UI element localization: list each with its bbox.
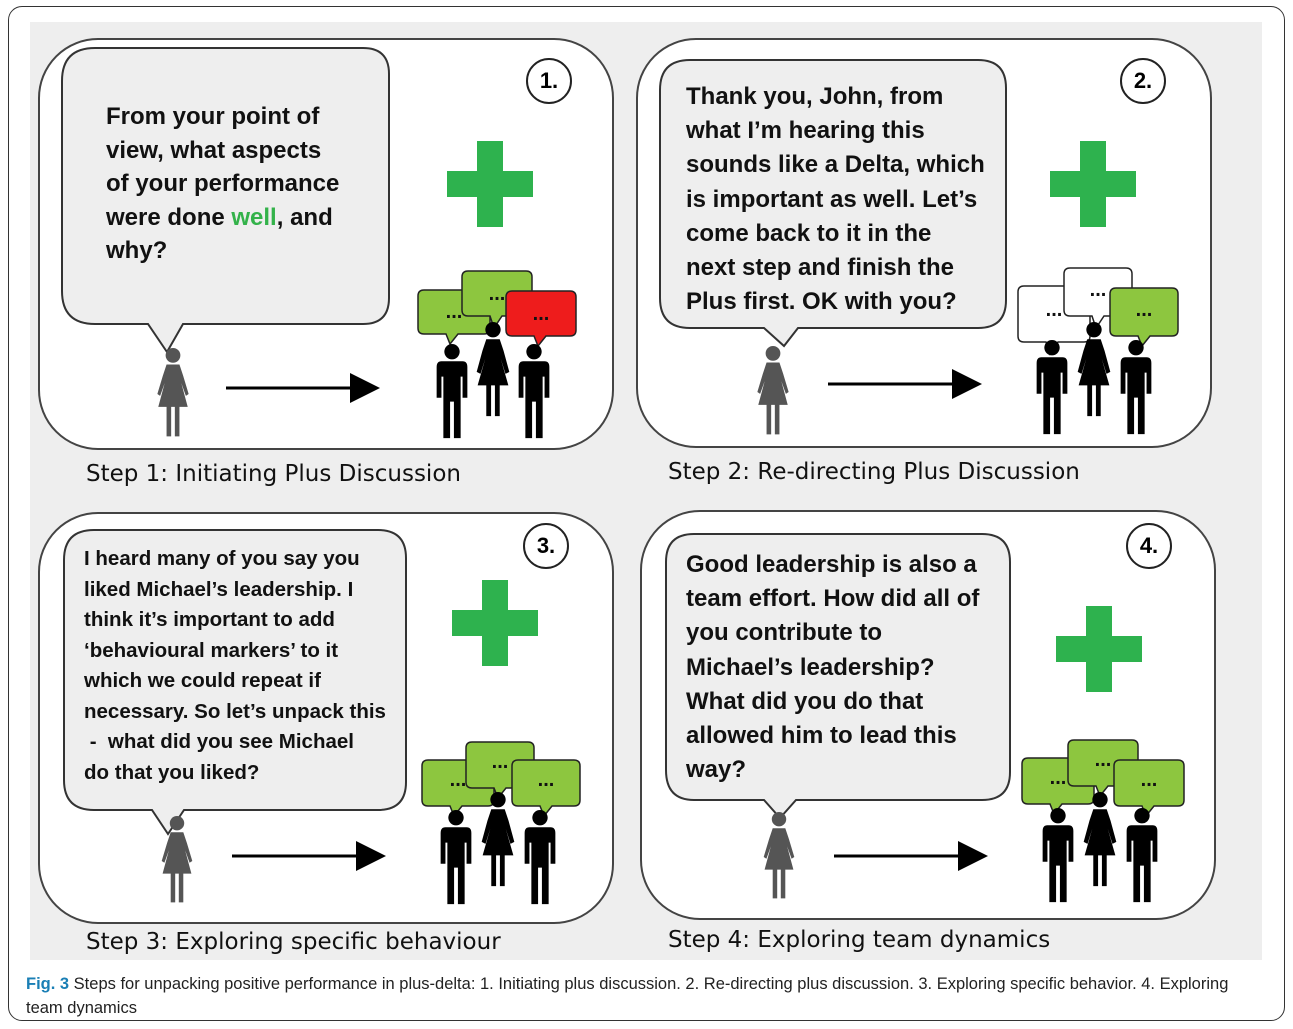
speech-line: way? — [686, 756, 747, 784]
step-label-3: Step 3: Exploring specific behaviour — [86, 929, 501, 955]
speech-text-step-4: Good leadership is also a team effort. H… — [686, 548, 979, 787]
speech-text-step-1: From your point of view, what aspects of… — [106, 100, 339, 268]
facilitator-icon — [757, 346, 789, 435]
speech-line: next step and finish the — [686, 254, 955, 282]
speech-line: team effort. How did all of — [686, 585, 980, 613]
speech-line: I heard many of you say you — [84, 547, 360, 570]
speech-text-step-3: I heard many of you say you liked Michae… — [84, 544, 386, 788]
speech-bubble-1 — [61, 47, 390, 354]
chat-ellipsis: ... — [1046, 299, 1063, 321]
speech-line-with-highlight: were done well, and — [106, 201, 339, 235]
step-label-1: Step 1: Initiating Plus Discussion — [86, 461, 461, 487]
team-group-step-2: ... ... ... — [1017, 267, 1179, 435]
step-number-2: 2. — [1120, 58, 1166, 104]
chat-bubble-icon — [505, 290, 577, 348]
chat-bubble-icon — [1109, 287, 1179, 348]
speech-line: What did you do that — [686, 687, 924, 715]
chat-ellipsis: ... — [533, 303, 550, 325]
chat-ellipsis: ... — [1141, 769, 1158, 791]
plus-icon — [447, 141, 533, 227]
figure-caption: Fig. 3 Steps for unpacking positive perf… — [26, 972, 1256, 1020]
chat-ellipsis: ... — [446, 301, 463, 323]
speech-line: what I’m hearing this — [686, 117, 925, 145]
speech-line: which we could repeat if — [84, 669, 321, 692]
facilitator-icon — [763, 812, 795, 899]
speech-line: Good leadership is also a — [686, 551, 977, 578]
highlight-word-well: well — [231, 203, 277, 231]
chat-ellipsis: ... — [1090, 279, 1107, 301]
speech-line: of your performance — [106, 170, 340, 197]
chat-ellipsis: ... — [489, 283, 506, 305]
speech-line: necessary. So let’s unpack this — [84, 699, 386, 723]
step-label-2: Step 2: Re-directing Plus Discussion — [668, 459, 1080, 485]
chat-bubble-icon — [1113, 759, 1185, 818]
person-woman-icon — [476, 322, 510, 417]
speech-bubble-4 — [665, 533, 1011, 820]
chat-ellipsis: ... — [538, 769, 555, 791]
facilitator-icon — [157, 348, 189, 437]
figure-caption-text: Steps for unpacking positive performance… — [26, 975, 1229, 1017]
person-man-icon — [1042, 808, 1074, 903]
speech-bubble-2 — [659, 59, 1007, 348]
person-man-icon — [1126, 808, 1158, 903]
person-woman-icon — [1083, 792, 1117, 887]
speech-fragment: , and — [276, 203, 333, 231]
step-number-3: 3. — [523, 523, 569, 569]
chat-ellipsis: ... — [1136, 299, 1153, 321]
step-number-1: 1. — [526, 58, 572, 104]
team-group-step-1: ... ... ... — [417, 270, 577, 439]
speech-line: is important as well. Let’s — [686, 185, 978, 213]
speech-line: - what did you see Michael — [84, 730, 354, 753]
person-man-icon — [518, 344, 550, 439]
speech-line: ‘behavioural markers’ to it — [84, 638, 339, 662]
plus-icon — [1056, 606, 1142, 692]
chat-bubble-icon — [511, 759, 581, 818]
chat-ellipsis: ... — [1095, 749, 1112, 771]
speech-line: why? — [106, 237, 168, 264]
speech-line: Plus first. OK with you? — [686, 288, 957, 316]
person-man-icon — [1036, 340, 1068, 435]
speech-line: you contribute to — [686, 619, 882, 647]
speech-line: allowed him to lead this — [686, 722, 957, 750]
speech-line: Michael’s leadership? — [686, 653, 935, 681]
chat-ellipsis: ... — [492, 751, 509, 773]
step-number-4: 4. — [1126, 523, 1172, 569]
person-man-icon — [1120, 340, 1152, 435]
plus-icon — [1050, 141, 1136, 227]
speech-fragment: were done — [106, 203, 232, 231]
figure-label: Fig. 3 — [26, 975, 70, 993]
team-group-step-3: ... ... ... — [421, 741, 581, 905]
chat-ellipsis: ... — [1050, 767, 1067, 789]
speech-line: Thank you, John, from — [686, 83, 944, 110]
team-group-step-4: ... ... ... — [1021, 739, 1185, 903]
person-man-icon — [436, 344, 468, 439]
speech-line: think it’s important to add — [84, 608, 335, 631]
step-label-4: Step 4: Exploring team dynamics — [668, 927, 1051, 953]
chat-ellipsis: ... — [450, 769, 467, 791]
person-man-icon — [524, 810, 556, 905]
speech-line: liked Michael’s leadership. I — [84, 577, 354, 601]
speech-line: From your point of — [106, 103, 320, 130]
speech-line: view, what aspects — [106, 136, 322, 164]
speech-line: come back to it in the — [686, 219, 932, 247]
speech-line: do that you liked? — [84, 760, 260, 784]
person-man-icon — [440, 810, 472, 905]
plus-icon — [452, 580, 538, 666]
speech-text-step-2: Thank you, John, from what I’m hearing t… — [686, 80, 985, 319]
speech-line: sounds like a Delta, which — [686, 151, 985, 179]
